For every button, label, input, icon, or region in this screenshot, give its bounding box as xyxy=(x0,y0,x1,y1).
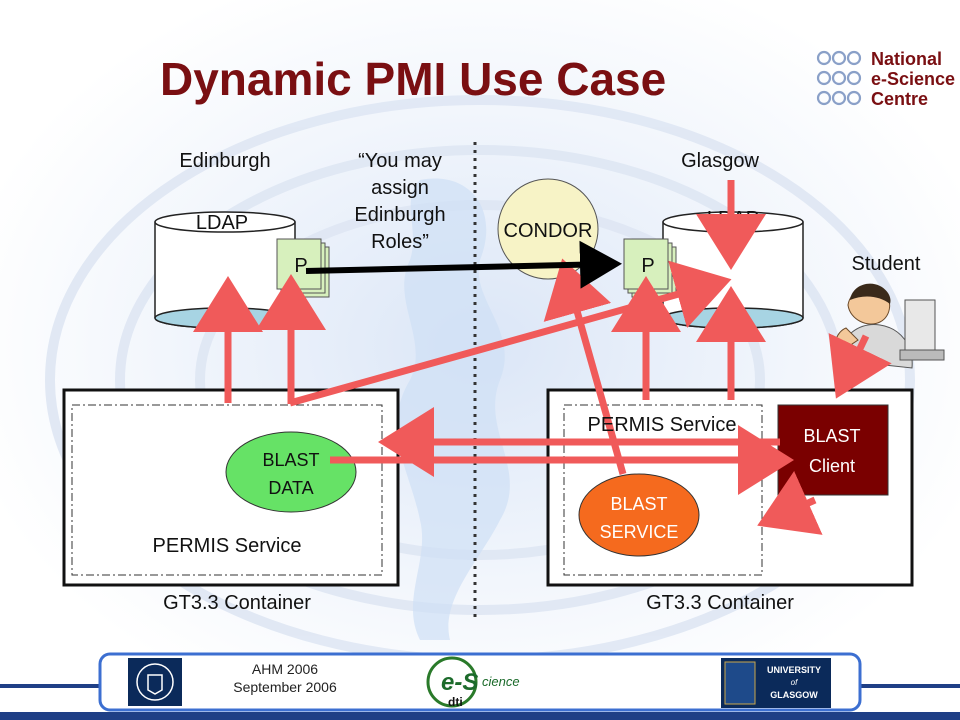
arrow-p-to-p xyxy=(305,240,622,289)
gt-right-label: GT3.3 Container xyxy=(646,592,794,614)
gt-left-label: GT3.3 Container xyxy=(163,592,311,614)
quote-line3: Edinburgh xyxy=(354,204,445,226)
arrow-student-to-client xyxy=(828,332,892,399)
blast-client-node: BLAST Client xyxy=(777,404,889,496)
glasgow-line2: of xyxy=(791,678,798,687)
permis-right-label: PERMIS Service xyxy=(588,414,737,436)
glasgow-university-logo: UNIVERSITY of GLASGOW xyxy=(721,658,831,708)
footer: e-S cience dti UNIVERSITY of GLASGOW xyxy=(0,652,960,720)
condor-label: CONDOR xyxy=(504,220,593,242)
permis-service-left-box xyxy=(71,404,383,576)
blast-client-line2: Client xyxy=(809,456,855,476)
edinburgh-university-logo xyxy=(128,658,182,706)
quote-line1: “You may xyxy=(358,150,442,172)
ldap-left-label: LDAP xyxy=(196,212,248,234)
student-label: Student xyxy=(852,253,921,275)
p-right-label: P xyxy=(641,255,654,277)
glasgow-line1: UNIVERSITY xyxy=(767,665,821,675)
blast-service-line1: BLAST xyxy=(610,494,667,514)
glasgow-line3: GLASGOW xyxy=(770,690,818,700)
arrows xyxy=(193,180,892,535)
blast-data-line1: BLAST xyxy=(262,450,319,470)
page-title: Dynamic PMI Use Case xyxy=(160,53,667,105)
logo-line2: e-Science xyxy=(871,69,955,89)
blast-service-node: BLAST SERVICE xyxy=(578,473,700,557)
blast-data-node: BLAST DATA xyxy=(225,431,357,513)
svg-text:e-S: e-S xyxy=(441,669,478,696)
blast-data-line2: DATA xyxy=(268,478,313,498)
student-figure xyxy=(835,283,945,369)
logo-line1: National xyxy=(871,49,942,69)
escience-dti-logo: e-S cience dti xyxy=(426,656,520,709)
footer-date: September 2006 xyxy=(233,679,337,695)
arrow-left-to-right-ldap xyxy=(289,260,732,407)
blast-client-line1: BLAST xyxy=(803,426,860,446)
nesc-logo: National e-Science Centre xyxy=(816,49,955,109)
p-left-label: P xyxy=(294,255,307,277)
quote-line4: Roles” xyxy=(371,231,429,253)
p-box-right: P xyxy=(623,238,677,298)
svg-text:cience: cience xyxy=(482,674,520,689)
permis-left-label: PERMIS Service xyxy=(153,535,302,557)
blast-service-line2: SERVICE xyxy=(600,522,679,542)
glasgow-label: Glasgow xyxy=(681,150,759,172)
edinburgh-label: Edinburgh xyxy=(179,150,270,172)
logo-line3: Centre xyxy=(871,89,928,109)
quote-line2: assign xyxy=(371,177,429,199)
condor-node: CONDOR xyxy=(497,178,599,280)
dti-text: dti xyxy=(448,695,463,709)
footer-event: AHM 2006 xyxy=(251,661,319,677)
arrow-client-to-service xyxy=(757,470,823,535)
